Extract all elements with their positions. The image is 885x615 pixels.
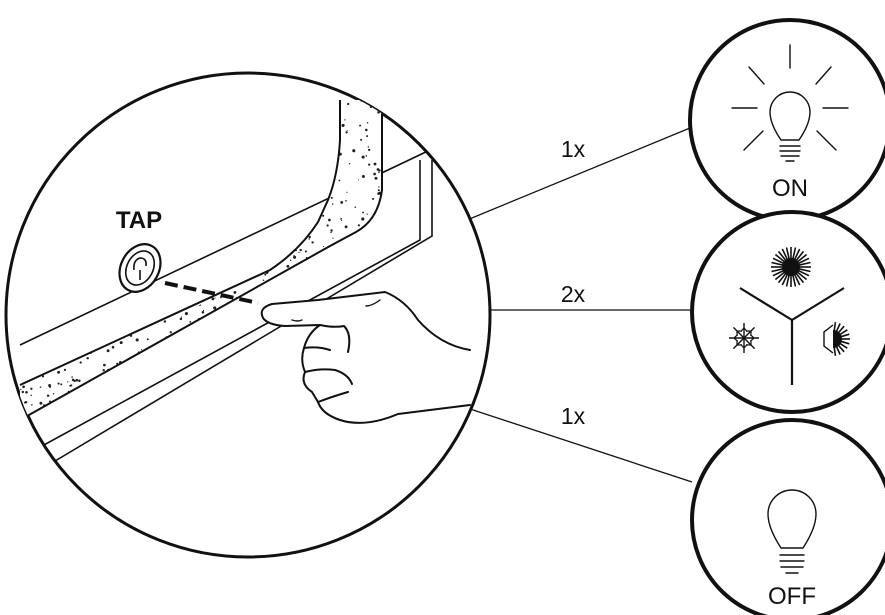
on-label: ON (772, 175, 808, 202)
off-state-circle: OFF (690, 418, 885, 615)
tap-count-mode: 2x (561, 281, 586, 307)
connector-off (466, 407, 693, 483)
warm-sun-icon (771, 247, 811, 287)
off-label: OFF (768, 583, 816, 610)
touch-button-icon (118, 243, 162, 293)
color-temperature-icon (729, 247, 850, 385)
hand-pointing-icon (260, 291, 471, 424)
tap-guide-dashes (164, 281, 259, 305)
light-bulb-on-icon (731, 44, 849, 162)
light-bulb-off-icon (767, 489, 817, 574)
tap-label: TAP (116, 207, 162, 234)
neutral-sun-icon (823, 322, 850, 356)
tap-count-off: 1x (561, 403, 586, 429)
connector-on (466, 127, 691, 221)
tap-count-on: 1x (561, 136, 586, 162)
on-state-circle: ON (688, 18, 885, 222)
magnified-view: TAP (4, 71, 492, 559)
connector-lines (466, 127, 693, 483)
mode-circle (690, 210, 885, 414)
snowflake-icon (729, 323, 759, 353)
